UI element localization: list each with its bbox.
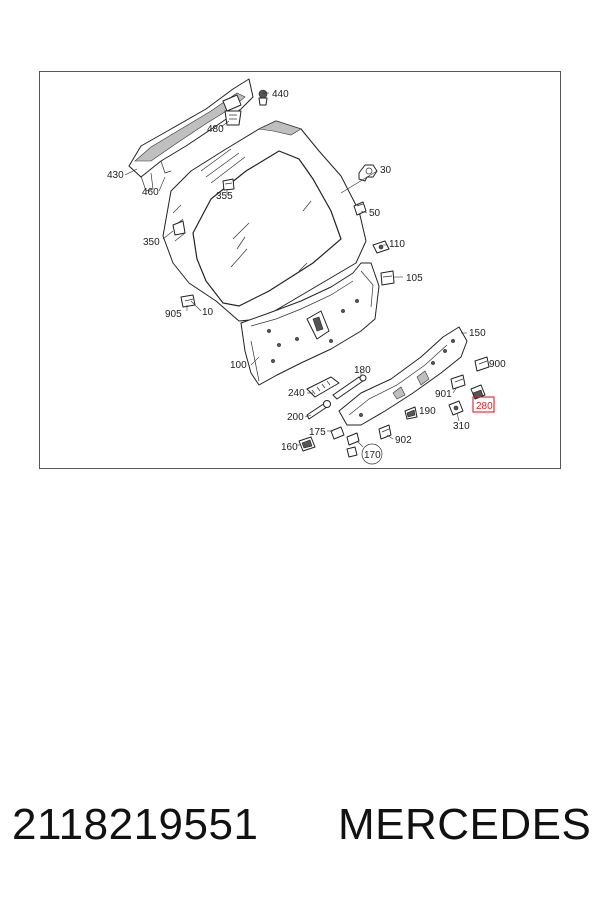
nut-310-part xyxy=(448,400,464,416)
callout-170: 170 xyxy=(364,450,381,461)
callout-180: 180 xyxy=(354,365,371,376)
clip-190-part xyxy=(404,406,418,420)
callout-10: 10 xyxy=(202,307,214,318)
callout-105: 105 xyxy=(406,273,423,284)
callout-310: 310 xyxy=(453,421,470,432)
parts-diagram-frame: 440 480 430 460 355 350 30 50 110 105 90… xyxy=(39,71,561,469)
part-280 xyxy=(470,384,486,400)
lower-trim-150-part xyxy=(338,326,468,426)
callout-280: 280 xyxy=(476,401,493,412)
callout-ring-170 xyxy=(361,443,383,465)
callout-150: 150 xyxy=(469,328,486,339)
part-number: 2118219551 xyxy=(12,800,259,849)
clip-900-part xyxy=(474,356,490,372)
exploded-view-drawing: 440 480 430 460 355 350 30 50 110 105 90… xyxy=(107,78,506,465)
callout-350: 350 xyxy=(143,237,160,248)
caption-bar: 2118219551 MERCEDES xyxy=(0,800,600,860)
grip-240-part xyxy=(306,376,340,398)
callout-355: 355 xyxy=(216,191,233,202)
callout-175: 175 xyxy=(309,427,326,438)
brand-name: MERCEDES xyxy=(338,800,592,849)
clip-902-part xyxy=(378,424,392,440)
callout-30: 30 xyxy=(380,165,392,176)
clip-170-part xyxy=(346,432,360,458)
callout-160: 160 xyxy=(281,442,298,453)
callout-901: 901 xyxy=(435,389,452,400)
clip-350-part xyxy=(172,220,186,236)
callout-110: 110 xyxy=(389,239,405,250)
spoiler-part xyxy=(128,78,254,192)
leader-lines xyxy=(124,92,467,448)
clip-160-part xyxy=(298,436,316,452)
callout-190: 190 xyxy=(419,406,436,417)
rod-180-part xyxy=(332,374,367,400)
clip-901-part xyxy=(450,374,466,390)
clip-355-part xyxy=(222,178,235,191)
inner-trim-panel-part xyxy=(240,262,380,386)
callout-440: 440 xyxy=(272,89,289,100)
callout-480: 480 xyxy=(207,124,224,135)
clip-480-part xyxy=(224,110,242,126)
callout-460: 460 xyxy=(142,187,159,198)
highlight-box-280 xyxy=(472,396,495,413)
screw-200-part xyxy=(306,400,331,420)
callout-100: 100 xyxy=(230,360,247,371)
callout-200: 200 xyxy=(287,412,304,423)
callout-900: 900 xyxy=(489,359,506,370)
callout-240: 240 xyxy=(288,388,305,399)
clip-105-part xyxy=(380,270,395,286)
callout-labels: 440 480 430 460 355 350 30 50 110 105 90… xyxy=(107,89,506,465)
plug-175-part xyxy=(330,426,345,440)
clip-110-part xyxy=(372,240,390,254)
callout-430: 430 xyxy=(107,170,124,181)
bracket-30-part xyxy=(358,164,378,182)
callout-50: 50 xyxy=(369,208,381,219)
clip-440-part xyxy=(258,89,268,106)
callout-905: 905 xyxy=(165,309,182,320)
callout-902: 902 xyxy=(395,435,412,446)
clip-905-part xyxy=(180,294,196,308)
